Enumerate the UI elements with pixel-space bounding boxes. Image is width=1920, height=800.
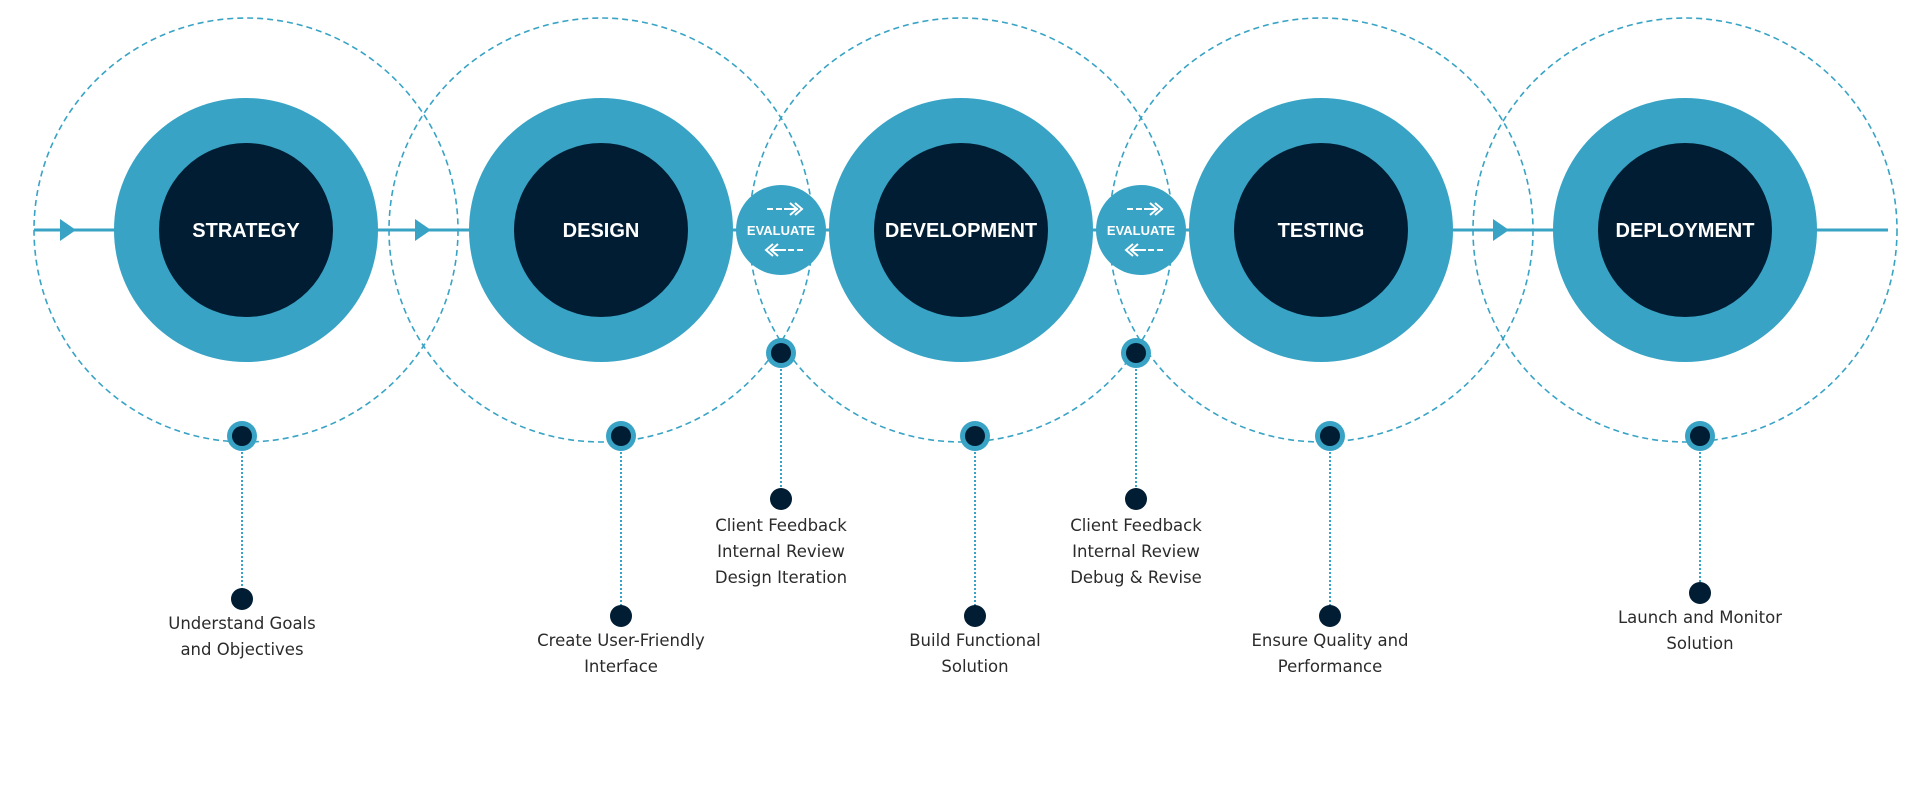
evaluate-title: EVALUATE: [1107, 223, 1175, 238]
stage-title: STRATEGY: [192, 220, 300, 242]
stage-title: TESTING: [1278, 220, 1365, 242]
description-dot: [1319, 605, 1341, 627]
stage-description-line: Create User-Friendly: [537, 631, 705, 650]
stage-strategy: STRATEGY Understand Goals and Objectives: [114, 98, 378, 659]
stage-description-line: Ensure Quality and: [1252, 631, 1409, 650]
evaluate-description-line: Internal Review: [1072, 542, 1200, 561]
forward-arrow-icon: [1127, 202, 1164, 216]
evaluate-node-inner: [771, 343, 791, 363]
evaluate-circle: [1096, 185, 1186, 275]
forward-arrow-icon: [767, 202, 804, 216]
arrow-right-icon: [60, 219, 76, 241]
stage-node-inner: [611, 426, 631, 446]
backward-arrow-icon: [764, 243, 803, 257]
stage-node-inner: [232, 426, 252, 446]
stage-description-line: Understand Goals: [168, 614, 315, 633]
stage-node-inner: [965, 426, 985, 446]
stage-description-line: Solution: [941, 657, 1008, 676]
evaluate-description-line: Design Iteration: [715, 568, 847, 587]
evaluate-description-line: Debug & Revise: [1070, 568, 1202, 587]
stage-node-inner: [1690, 426, 1710, 446]
stage-inner-circle: [1598, 143, 1772, 317]
backward-arrow-icon: [1124, 243, 1163, 257]
stage-title: DEPLOYMENT: [1616, 220, 1755, 242]
stage-description-line: Interface: [584, 657, 658, 676]
description-dot: [231, 588, 253, 610]
description-dot: [1125, 488, 1147, 510]
stage-inner-circle: [514, 143, 688, 317]
stage-description-line: Launch and Monitor: [1618, 608, 1782, 627]
stage-title: DEVELOPMENT: [885, 220, 1037, 242]
stage-title: DESIGN: [563, 220, 640, 242]
evaluate-circle: [736, 185, 826, 275]
stage-inner-circle: [1234, 143, 1408, 317]
evaluate-title: EVALUATE: [747, 223, 815, 238]
evaluate-description-line: Internal Review: [717, 542, 845, 561]
stage-inner-circle: [159, 143, 333, 317]
stage-description-line: Performance: [1278, 657, 1383, 676]
description-dot: [610, 605, 632, 627]
description-dot: [964, 605, 986, 627]
evaluate-description-line: Client Feedback: [1070, 516, 1202, 535]
arrow-right-icon: [415, 219, 431, 241]
stage-description-line: Solution: [1666, 634, 1733, 653]
arrow-right-icon: [1493, 219, 1509, 241]
evaluate-node-inner: [1126, 343, 1146, 363]
description-dot: [1689, 582, 1711, 604]
stage-description-line: and Objectives: [180, 640, 303, 659]
stage-node-inner: [1320, 426, 1340, 446]
evaluate-description-line: Client Feedback: [715, 516, 847, 535]
description-dot: [770, 488, 792, 510]
stage-inner-circle: [874, 143, 1048, 317]
stage-description-line: Build Functional: [909, 631, 1041, 650]
